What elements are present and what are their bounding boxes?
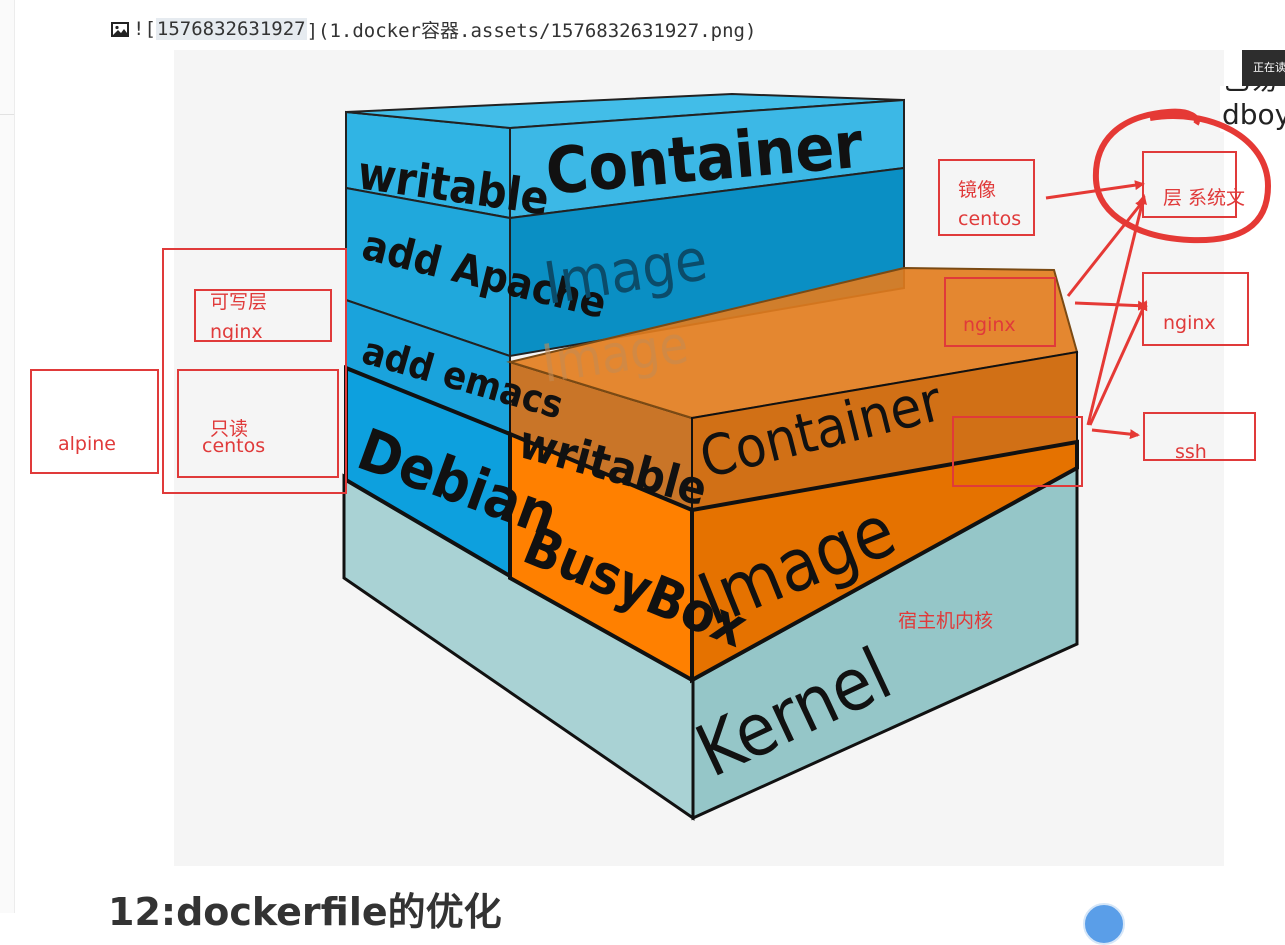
nginx-left-text: nginx <box>210 321 263 343</box>
image-markdown-line[interactable]: ![1576832631927](1.docker容器.assets/15768… <box>110 16 756 42</box>
brand-watermark: 已易 dboye <box>1220 86 1285 132</box>
nginx-mid-text: nginx <box>963 314 1016 336</box>
alpine-box <box>30 369 159 474</box>
gutter-divider <box>0 114 14 115</box>
fs-layer-text: 层 系统文 <box>1163 187 1246 209</box>
docker-layers-diagram: writable Container add Apache Image add … <box>342 92 1079 821</box>
brand-line1: 已易 <box>1222 86 1278 98</box>
writable-layer-text: 可写层 <box>210 291 268 313</box>
host-kernel-text: 宿主机内核 <box>898 610 994 632</box>
alpine-text: alpine <box>58 433 116 455</box>
brand-line2: dboye <box>1222 98 1285 131</box>
writable-layer-box <box>194 289 332 342</box>
image-label-text: 镜像 <box>958 179 997 201</box>
centos-left-text: centos <box>202 435 266 457</box>
section-heading: 12:dockerfile的优化 <box>108 890 502 934</box>
ssh-text: ssh <box>1175 441 1207 463</box>
image-centos-box <box>938 159 1035 236</box>
ssh-box <box>1143 412 1256 461</box>
nginx-mid-box <box>944 277 1056 347</box>
editor-gutter <box>0 0 15 913</box>
markdown-image-ref[interactable]: 1576832631927 <box>155 18 307 40</box>
readonly-box <box>177 369 339 478</box>
floating-action-button[interactable] <box>1083 903 1125 945</box>
nginx-right-text: nginx <box>1163 312 1216 334</box>
markdown-prefix: ![ <box>133 18 156 40</box>
centos-right-text: centos <box>958 208 1022 230</box>
empty-layer-box <box>952 416 1083 487</box>
image-icon <box>111 21 129 37</box>
readonly-text: 只读 <box>210 418 249 440</box>
reading-tooltip: 正在读 <box>1242 50 1285 86</box>
markdown-suffix: ](1.docker容器.assets/1576832631927.png) <box>306 19 757 42</box>
left-layer-box <box>162 248 347 494</box>
